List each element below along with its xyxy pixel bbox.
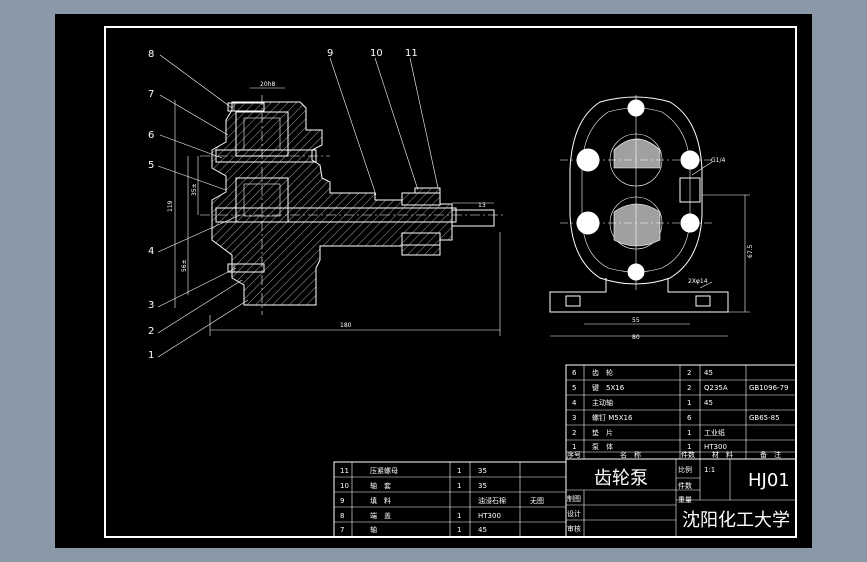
hdr-qty: 件数 — [681, 450, 695, 459]
part-qty-8: 1 — [457, 512, 461, 520]
balloon-8: 8 — [148, 49, 154, 60]
dim-shaft: 13 — [478, 202, 486, 209]
part-name-4: 主动轴 — [592, 398, 613, 407]
dim-right-w2: 55 — [632, 317, 640, 324]
part-name-7: 轴 — [370, 525, 377, 534]
part-note-9: 无图 — [530, 497, 544, 505]
part-no-11: 11 — [340, 467, 349, 475]
part-name-11: 压紧螺母 — [370, 466, 398, 475]
part-qty-11: 1 — [457, 467, 461, 475]
part-mat-10: 35 — [478, 482, 487, 490]
part-qty-2: 1 — [687, 429, 691, 437]
parts-list-lines — [333, 364, 797, 538]
dim-holes: 2Xφ14 — [688, 278, 708, 285]
dim-left-a: 119 — [167, 200, 174, 212]
scale-label: 比例 — [678, 465, 692, 474]
part-no-4: 4 — [572, 399, 577, 407]
part-name-2: 垫 片 — [592, 428, 613, 437]
part-no-6: 6 — [572, 369, 577, 377]
part-note-3: GB65-85 — [749, 414, 780, 422]
part-name-10: 轴 套 — [370, 481, 391, 490]
balloon-10: 10 — [370, 48, 383, 59]
part-qty-1: 1 — [687, 443, 691, 451]
balloon-9: 9 — [327, 48, 333, 59]
part-no-8: 8 — [340, 512, 344, 520]
part-mat-11: 35 — [478, 467, 487, 475]
hdr-name: 名 称 — [620, 450, 641, 459]
weight-label: 重量 — [678, 496, 692, 504]
balloon-7: 7 — [148, 89, 154, 100]
part-name-5: 键 5X16 — [592, 383, 625, 392]
end-view — [549, 95, 750, 337]
balloon-1: 1 — [148, 350, 154, 361]
part-name-6: 齿 轮 — [592, 368, 613, 377]
part-mat-1: HT300 — [704, 443, 727, 451]
part-qty-3: 6 — [687, 414, 692, 422]
dim-length: 180 — [340, 322, 352, 329]
dim-top: 20h8 — [260, 81, 275, 88]
part-qty-6: 2 — [687, 369, 691, 377]
part-qty-7: 1 — [457, 526, 461, 534]
dim-right-w: 80 — [632, 334, 640, 341]
part-no-1: 1 — [572, 443, 576, 451]
part-qty-4: 1 — [687, 399, 691, 407]
part-no-2: 2 — [572, 429, 576, 437]
part-mat-2: 工业纸 — [704, 428, 725, 437]
drawing-code: HJ01 — [748, 470, 790, 491]
dimensions-left — [174, 87, 501, 336]
dim-left-b: 56± — [181, 259, 188, 272]
part-mat-7: 45 — [478, 526, 487, 534]
part-mat-5: Q235A — [704, 384, 728, 392]
scale-value: 1:1 — [704, 466, 715, 474]
dim-thread: G1/4 — [711, 157, 725, 164]
section-view — [200, 95, 505, 315]
part-name-3: 螺钉 M5X16 — [592, 413, 633, 422]
part-no-3: 3 — [572, 414, 576, 422]
part-qty-5: 2 — [687, 384, 691, 392]
balloon-5: 5 — [148, 160, 154, 171]
part-no-5: 5 — [572, 384, 576, 392]
drawing-title: 齿轮泵 — [594, 468, 648, 489]
draw-label: 制图 — [567, 494, 581, 503]
part-no-9: 9 — [340, 497, 344, 505]
hdr-no: 序号 — [567, 450, 581, 459]
part-name-9: 填 料 — [370, 496, 391, 505]
hdr-mat: 材 料 — [712, 450, 733, 459]
part-note-5: GB1096-79 — [749, 384, 788, 392]
part-mat-6: 45 — [704, 369, 713, 377]
part-mat-8: HT300 — [478, 512, 501, 520]
part-qty-10: 1 — [457, 482, 461, 490]
hdr-note: 备 注 — [760, 450, 781, 459]
design-label: 设计 — [567, 509, 581, 518]
part-name-8: 端 盖 — [370, 511, 391, 520]
balloon-11: 11 — [405, 48, 418, 59]
balloon-2: 2 — [148, 326, 154, 337]
dim-right-h: 67.5 — [747, 244, 754, 258]
part-no-7: 7 — [340, 526, 344, 534]
check-label: 审核 — [567, 524, 581, 533]
balloon-6: 6 — [148, 130, 154, 141]
count-label: 件数 — [678, 481, 692, 490]
part-mat-4: 45 — [704, 399, 713, 407]
part-mat-9: 油浸石棉 — [478, 496, 506, 505]
part-no-10: 10 — [340, 482, 349, 490]
balloon-3: 3 — [148, 300, 154, 311]
dim-left-c: 35± — [191, 183, 198, 196]
balloon-leaders — [157, 54, 439, 358]
school-name: 沈阳化工大学 — [682, 510, 790, 531]
part-name-1: 泵 体 — [592, 442, 613, 451]
balloon-4: 4 — [148, 246, 154, 257]
